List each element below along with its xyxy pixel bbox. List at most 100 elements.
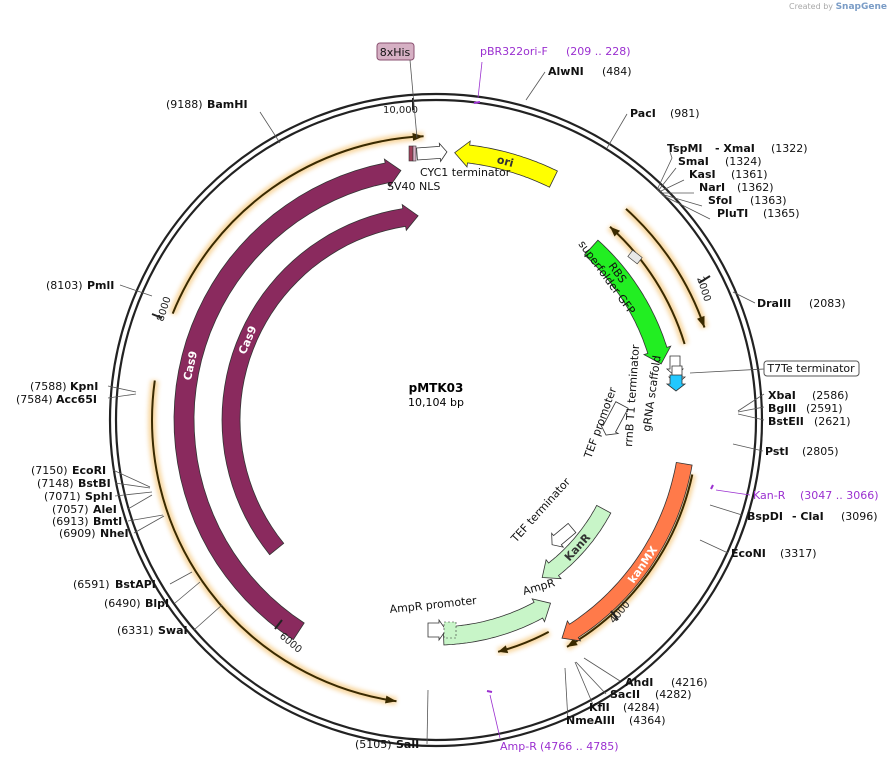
tef-terminator-arrow[interactable]: [546, 521, 577, 552]
t7te-terminator-arrow[interactable]: [665, 374, 687, 392]
enzyme-pos: (6591): [73, 578, 110, 591]
enzyme-pos: (7148): [37, 477, 74, 490]
enzyme-pos: (981): [670, 107, 700, 120]
enzyme-pos: (4282): [655, 688, 692, 701]
enzyme-pos: (8103): [46, 279, 83, 292]
cas9-orf-arc-lower[interactable]: [148, 379, 398, 706]
ori-arrow-text: ori: [495, 153, 515, 170]
enzyme-name[interactable]: Acc65I: [56, 393, 97, 406]
sv40-nls-block[interactable]: [408, 145, 414, 162]
cyc1-terminator-arrow[interactable]: [416, 142, 448, 163]
gfp-orf-arc-2[interactable]: [607, 223, 689, 346]
primer-range: (4766 .. 4785): [540, 740, 619, 753]
enzyme-pos: (5105): [355, 738, 392, 751]
enzyme-name[interactable]: BlpI: [145, 597, 169, 610]
enzyme-name[interactable]: NheI: [100, 527, 129, 540]
credit-brand: SnapGene: [835, 2, 887, 12]
enzyme-name[interactable]: PstI: [765, 445, 789, 458]
enzyme-name[interactable]: BstBI: [78, 477, 111, 490]
plasmid-size: 10,104 bp: [408, 396, 464, 409]
kanmx-orf-arc[interactable]: [564, 473, 697, 651]
tick-10000: 10,000: [383, 105, 418, 116]
enzyme-name[interactable]: SphI: [85, 490, 113, 503]
enzyme-name[interactable]: SwaI: [158, 624, 188, 637]
ori-arrow[interactable]: ori: [454, 140, 558, 188]
enzyme-pos: (2586): [812, 389, 849, 402]
enzyme-name[interactable]: EcoRI: [72, 464, 106, 477]
enzyme-name-alt[interactable]: - XmaI: [715, 142, 755, 155]
enzyme-pos: (2621): [814, 415, 851, 428]
enzyme-name[interactable]: PmlI: [87, 279, 114, 292]
ampr-orf-arc[interactable]: [497, 628, 551, 656]
enzyme-pos: (9188): [166, 98, 203, 111]
enzyme-name[interactable]: KasI: [689, 168, 716, 181]
primer-name: Kan-R: [753, 489, 786, 502]
enzyme-pos: (4216): [671, 676, 708, 689]
enzyme-name[interactable]: EcoNI: [731, 547, 766, 560]
enzyme-pos: (7588): [30, 380, 67, 393]
ampr-promoter-label[interactable]: AmpR promoter: [389, 594, 478, 616]
ampr-promoter-arrow[interactable]: [427, 618, 447, 642]
primer-kan-r[interactable]: Kan-R (3047 .. 3066): [710, 484, 879, 502]
sv40-nls-label[interactable]: SV40 NLS: [387, 180, 440, 193]
grna-scaffold-label[interactable]: gRNA scaffold: [640, 355, 664, 433]
enzyme-name[interactable]: KpnI: [70, 380, 98, 393]
enzyme-name[interactable]: BmtI: [93, 515, 122, 528]
cas9-orf-arc[interactable]: [168, 132, 424, 316]
enzyme-pos: (7584): [16, 393, 53, 406]
enzyme-name[interactable]: DraIII: [757, 297, 791, 310]
tef-promoter-arrow[interactable]: [597, 400, 631, 439]
enzyme-name[interactable]: BstEII: [768, 415, 804, 428]
enzyme-pos: (1322): [771, 142, 808, 155]
enzyme-name[interactable]: SmaI: [678, 155, 709, 168]
enzyme-pos: (7150): [31, 464, 68, 477]
enzyme-name[interactable]: XbaI: [768, 389, 796, 402]
t7te-terminator-text: T7Te terminator: [766, 362, 855, 375]
enzyme-name[interactable]: AlwNI: [548, 65, 584, 78]
enzyme-pos: (1363): [750, 194, 787, 207]
enzyme-name[interactable]: AhdI: [625, 676, 653, 689]
gfp-orf-arc[interactable]: [623, 205, 709, 329]
ampr-arrow[interactable]: [442, 598, 552, 646]
ampr-promoter-block[interactable]: [443, 621, 457, 639]
enzyme-name[interactable]: NarI: [699, 181, 725, 194]
his-tag-block[interactable]: [412, 145, 417, 162]
his-tag-label[interactable]: 8xHis: [376, 42, 418, 139]
enzyme-pos: (7071): [44, 490, 81, 503]
enzyme-name-alt[interactable]: - ClaI: [792, 510, 824, 523]
plasmid-name: pMTK03: [409, 381, 464, 395]
primer-pbr322ori-f[interactable]: pBR322ori-F (209 .. 228): [473, 45, 631, 104]
enzyme-name[interactable]: BglII: [768, 402, 796, 415]
enzyme-name[interactable]: AleI: [93, 503, 117, 516]
enzyme-name[interactable]: SalI: [396, 738, 419, 751]
enzyme-name[interactable]: PluTI: [717, 207, 748, 220]
cas9-outer-arrow[interactable]: Cas9: [173, 158, 402, 641]
enzyme-name[interactable]: BamHI: [207, 98, 248, 111]
sfgfp-arrow[interactable]: [583, 239, 672, 365]
enzyme-pos: (3317): [780, 547, 817, 560]
t7te-terminator-label[interactable]: T7Te terminator: [689, 360, 860, 377]
enzyme-name[interactable]: NmeAIII: [566, 714, 615, 727]
rbs-block[interactable]: [627, 249, 643, 265]
rrnb-terminator-label[interactable]: rrnB T1 terminator: [622, 344, 642, 447]
enzyme-name[interactable]: PacI: [630, 107, 656, 120]
enzyme-name[interactable]: SfoI: [708, 194, 732, 207]
backbone-inner: [114, 98, 758, 742]
enzyme-pos: (4284): [623, 701, 660, 714]
ampr-label[interactable]: AmpR: [521, 576, 557, 598]
primer-amp-r[interactable]: Amp-R (4766 .. 4785): [486, 690, 619, 753]
enzyme-pos: (4364): [629, 714, 666, 727]
enzyme-pos: (1361): [731, 168, 768, 181]
cas9-inner-arrow[interactable]: Cas9: [221, 203, 419, 556]
enzyme-name[interactable]: TspMI: [667, 142, 703, 155]
primer-range: (209 .. 228): [566, 45, 631, 58]
enzyme-name[interactable]: KflI: [589, 701, 610, 714]
enzyme-pos: (2083): [809, 297, 846, 310]
enzyme-name[interactable]: BspDI: [747, 510, 783, 523]
enzyme-pos: (7057): [52, 503, 89, 516]
enzyme-pos: (6909): [59, 527, 96, 540]
cyc1-terminator-label[interactable]: CYC1 terminator: [420, 166, 511, 179]
enzyme-name[interactable]: SacII: [610, 688, 640, 701]
enzyme-name[interactable]: BstAPI: [115, 578, 156, 591]
primer-name: Amp-R: [500, 740, 537, 753]
